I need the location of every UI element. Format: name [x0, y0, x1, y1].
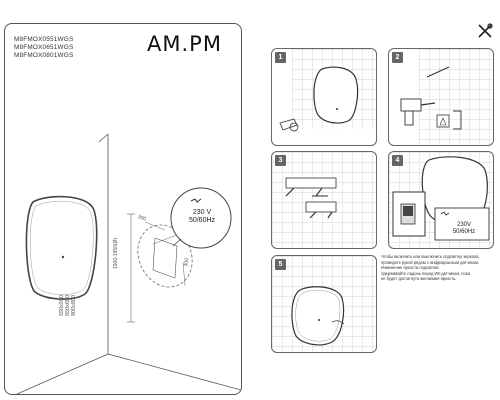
power-box-outline	[152, 237, 178, 279]
drill-icon	[400, 98, 422, 112]
tile-wall	[419, 49, 493, 145]
instruction-line: проведите рукой рядом с инфракрасным дат…	[381, 259, 480, 265]
floor-line	[16, 353, 109, 394]
sensor-instructions: Чтобы включить или выключить подсветку з…	[381, 254, 496, 282]
size-value: 800x800	[71, 294, 77, 316]
model-code: M8FMOX0551WGS	[14, 36, 74, 43]
step-number: 3	[275, 155, 286, 166]
step-2-panel: 2	[388, 48, 494, 146]
installation-sheet: M8FMOX0551WGS M8FMOX0651WGS M8FMOX0801WG…	[4, 23, 242, 395]
model-list: M8FMOX0551WGS M8FMOX0651WGS M8FMOX0801WG…	[14, 36, 73, 60]
hand-gesture-icon	[331, 320, 345, 325]
step-2-illustration	[400, 49, 493, 145]
instruction-line: Чтобы включить или выключить подсветку з…	[381, 254, 480, 259]
mirror-outline	[25, 195, 98, 300]
cable-icon	[453, 110, 462, 130]
level-tool-icon	[426, 66, 450, 78]
height-label: 1900-1950(Ø)	[113, 237, 119, 269]
step-number: 2	[392, 52, 403, 63]
step-1-panel: 1	[271, 48, 377, 146]
voltage-value: 230V	[456, 222, 471, 228]
anchor-screw-icon	[315, 187, 323, 197]
step-1-illustration	[279, 49, 376, 132]
current-icon	[440, 211, 450, 216]
breaker-switch	[403, 206, 413, 216]
step-number: 4	[392, 155, 403, 166]
instruction-line: Удерживайте ладонь перед ИК-датчиком, по…	[381, 270, 470, 276]
frequency-value: 50/60Hz	[188, 217, 216, 224]
step-5-panel: 5	[271, 255, 377, 353]
instruction-line: не будет достигнута желаемая яркость.	[381, 276, 457, 282]
step-3-illustration	[272, 152, 376, 248]
mirror-inner-outline	[29, 201, 94, 295]
tools-icon	[478, 23, 493, 38]
step-3-panel: 3	[271, 151, 377, 249]
wall-drawing	[16, 133, 241, 394]
ir-sensor	[318, 319, 320, 321]
step-4-illustration	[389, 152, 493, 248]
step-4-panel: 4 230V 50/60Hz	[388, 151, 494, 249]
model-code: M8FMOX0801WGS	[14, 52, 74, 59]
voltage-callout	[170, 187, 232, 249]
wall-edge-line	[98, 133, 109, 143]
frequency-value: 50/60Hz	[452, 229, 476, 235]
current-icon	[190, 198, 202, 203]
brand-logo: AM.PM	[147, 32, 222, 56]
power-badge	[434, 207, 490, 241]
anchor-screw-icon	[285, 187, 295, 197]
voltage-label-group: 230 V 50/60Hz	[177, 209, 227, 225]
size-list: 550x550 650x650 800x800	[59, 295, 77, 316]
warning-box-icon	[436, 114, 450, 128]
tile-wall	[272, 152, 376, 248]
model-code: M8FMOX0651WGS	[14, 44, 74, 51]
instruction-line: Изменение яркости подсветки:	[381, 265, 440, 271]
voltage-value: 230 V	[192, 209, 212, 216]
mirror-outline	[291, 286, 345, 346]
step-4-power-label: 230V 50/60Hz	[439, 222, 489, 236]
step-number: 1	[275, 52, 286, 63]
floor-line-right	[107, 353, 241, 391]
step-number: 5	[275, 259, 286, 270]
step-5-illustration	[272, 256, 376, 352]
mirror-sensor	[61, 255, 65, 259]
tape-measure-icon	[279, 118, 298, 131]
mirror-outline	[313, 66, 359, 124]
